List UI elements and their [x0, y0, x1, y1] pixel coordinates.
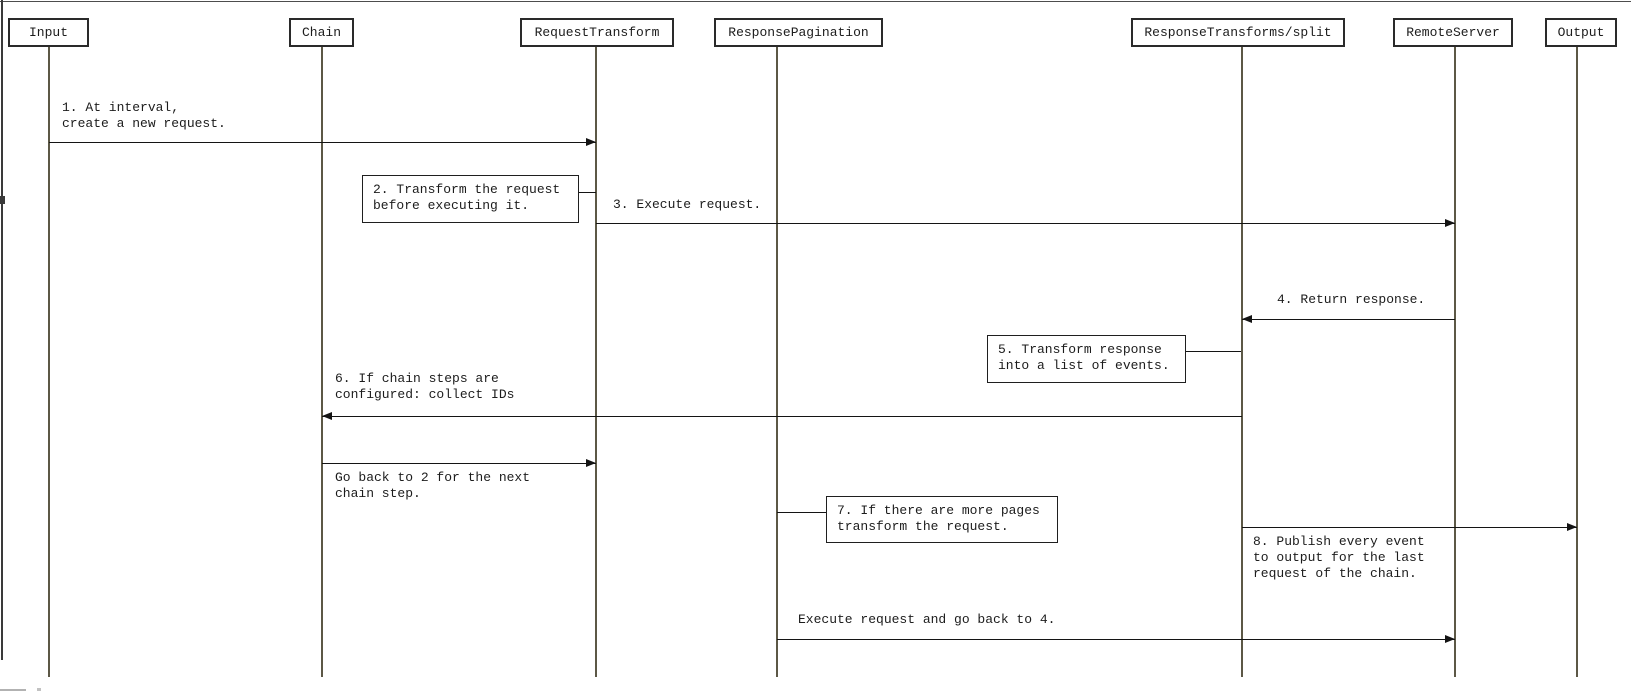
arrowhead-left-icon [1242, 315, 1252, 323]
message-label-6: 6. If chain steps are configured: collec… [335, 371, 515, 402]
message-arrow-execute-again [777, 635, 1455, 643]
frame-left-border-upper [1, 0, 3, 196]
message-label-execute-again: Execute request and go back to 4. [798, 612, 1056, 627]
frame-bottom-left-mark [0, 689, 26, 691]
frame-left-border-lower [1, 204, 3, 660]
lifeline-chain [321, 47, 323, 677]
message-arrow-6 [322, 412, 1242, 420]
actor-box-input: Input [8, 18, 89, 47]
frame-top-border [0, 1, 1631, 2]
arrowhead-right-icon [1445, 635, 1455, 643]
actor-box-remote-server: RemoteServer [1393, 18, 1513, 47]
arrowhead-right-icon [1567, 523, 1577, 531]
message-arrow-8 [1242, 523, 1577, 531]
note-connector-5 [1186, 351, 1241, 352]
message-label-8: 8. Publish every event to output for the… [1253, 534, 1425, 581]
message-arrow-4 [1242, 315, 1455, 323]
lifeline-remote-server [1454, 47, 1456, 677]
actor-label-remote-server: RemoteServer [1406, 25, 1500, 40]
actor-label-output: Output [1557, 25, 1605, 40]
message-label-goback2: Go back to 2 for the next chain step. [335, 470, 531, 501]
lifeline-request-transform [595, 47, 597, 677]
actor-label-input: Input [28, 25, 68, 40]
message-label-1: 1. At interval, create a new request. [62, 100, 226, 131]
message-arrow-3 [596, 219, 1455, 227]
message-label-3: 3. Execute request. [613, 197, 762, 212]
actor-box-response-pagination: ResponsePagination [714, 18, 883, 47]
frame-left-tab [0, 196, 5, 204]
message-label-4: 4. Return response. [1277, 292, 1426, 307]
note-connector-7 [777, 512, 826, 513]
note-connector-2 [579, 192, 596, 193]
arrowhead-right-icon [586, 138, 596, 146]
actor-label-response-pagination: ResponsePagination [728, 25, 869, 40]
message-arrow-goback2 [322, 459, 596, 467]
arrowhead-left-icon [322, 412, 332, 420]
lifeline-response-pagination [776, 47, 778, 677]
actor-label-chain: Chain [301, 25, 341, 40]
lifeline-output [1576, 47, 1578, 677]
actor-box-chain: Chain [289, 18, 354, 47]
note-box-2: 2. Transform the request before executin… [362, 175, 579, 223]
arrowhead-right-icon [1445, 219, 1455, 227]
lifeline-response-transforms-split [1241, 47, 1243, 677]
message-arrow-1 [49, 138, 596, 146]
actor-box-response-transforms-split: ResponseTransforms/split [1131, 18, 1345, 47]
arrowhead-right-icon [586, 459, 596, 467]
actor-label-response-transforms-split: ResponseTransforms/split [1144, 25, 1332, 40]
lifeline-input [48, 47, 50, 677]
note-box-7: 7. If there are more pages transform the… [826, 496, 1058, 543]
actor-box-output: Output [1545, 18, 1617, 47]
actor-label-request-transform: RequestTransform [534, 25, 660, 40]
actor-box-request-transform: RequestTransform [520, 18, 674, 47]
frame-bottom-left-dot [37, 688, 41, 691]
note-box-5: 5. Transform response into a list of eve… [987, 335, 1186, 383]
